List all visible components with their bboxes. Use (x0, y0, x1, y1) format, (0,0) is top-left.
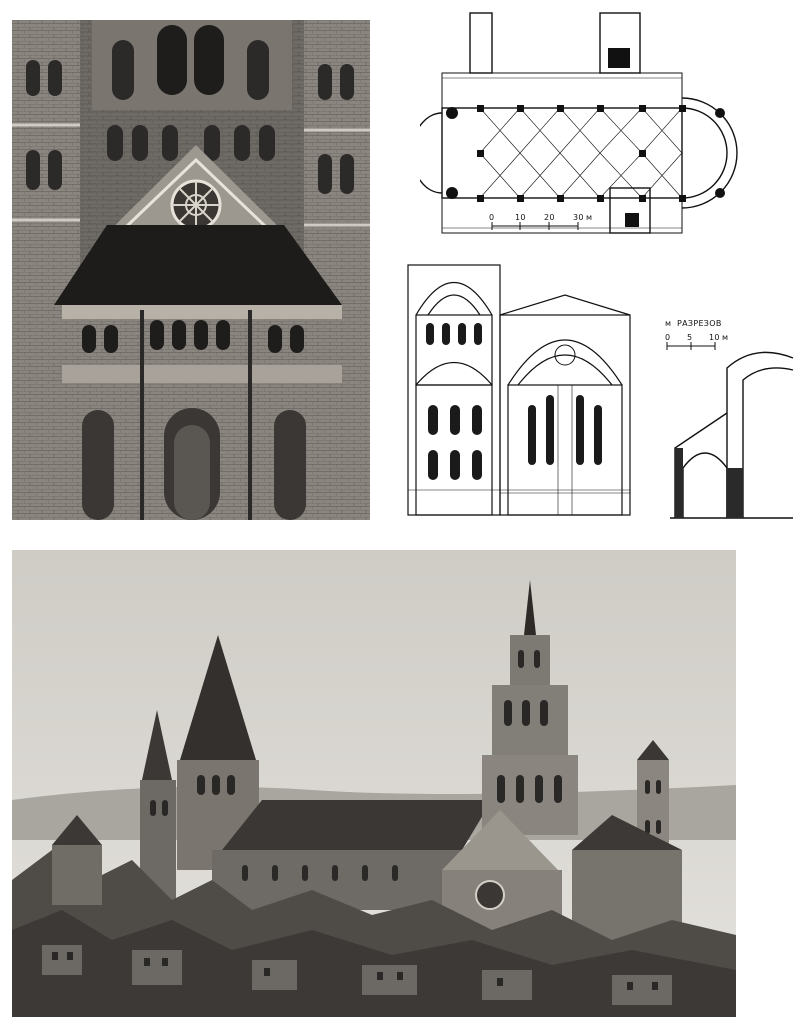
small-section-drawing: м РАЗРЕЗОВ 0 5 10 м (665, 318, 795, 523)
section-elevation-svg (407, 264, 631, 516)
panorama-illustration (12, 550, 736, 1017)
photo-cathedral-panorama (12, 550, 736, 1017)
section-scale-title: РАЗРЕЗОВ (677, 319, 722, 328)
apse-illustration (12, 20, 370, 520)
small-section-svg: м РАЗРЕЗОВ 0 5 10 м (665, 319, 794, 519)
section-elevation-drawing (398, 255, 638, 520)
floor-plan-svg: 0 10 20 30 м (420, 12, 738, 234)
photo-cathedral-apse (12, 20, 370, 520)
plan-scale-tick-10: 10 (515, 213, 526, 222)
section-scale-unit: м (722, 333, 728, 342)
plan-scale-tick-0: 0 (489, 213, 494, 222)
plan-scale-tick-20: 20 (544, 213, 555, 222)
section-scale-tick-5: 5 (687, 333, 692, 342)
floor-plan-drawing: 0 10 20 30 м (420, 8, 760, 253)
plan-scale-tick-30: 30 (573, 213, 584, 222)
section-scale-tick-0: 0 (665, 333, 670, 342)
section-scale-prefix: м (665, 319, 671, 328)
plan-scale-unit: м (586, 213, 592, 222)
section-scale-tick-10: 10 (709, 333, 720, 342)
